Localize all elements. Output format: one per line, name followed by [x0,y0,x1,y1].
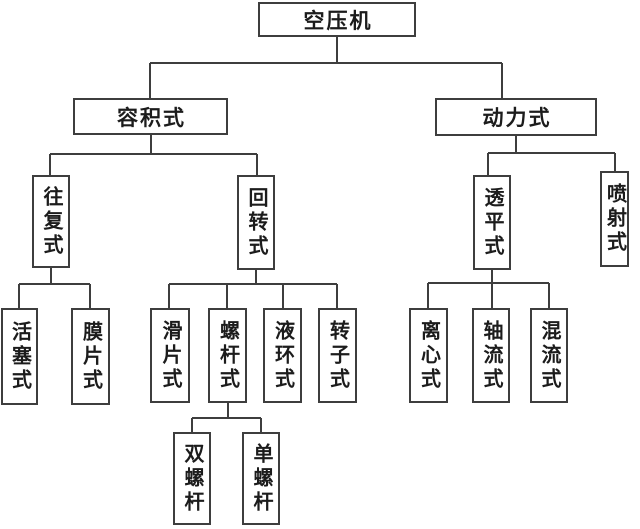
node-air-compressor: 空压机 [258,2,416,37]
node-piston-label: 活塞式 [8,320,31,393]
node-axial-flow: 轴流式 [472,308,510,403]
node-diaphragm: 膜片式 [71,308,110,405]
node-liquid-ring-label: 液环式 [271,319,294,392]
node-liquid-ring: 液环式 [263,308,302,403]
node-reciprocating: 往复式 [32,175,70,268]
node-dynamic: 动力式 [435,98,597,136]
node-centrifugal: 离心式 [409,308,448,403]
node-centrifugal-label: 离心式 [417,319,440,392]
node-rotor: 转子式 [318,308,357,403]
node-screw-label: 螺杆式 [216,319,239,392]
node-axial-flow-label: 轴流式 [480,319,502,392]
node-mixed-flow-label: 混流式 [538,319,560,392]
node-turbo: 透平式 [473,175,511,270]
node-rotor-label: 转子式 [326,319,349,392]
node-positive-displacement: 容积式 [73,98,228,135]
node-single-screw-label: 单螺杆 [250,442,272,515]
node-twin-screw-label: 双螺杆 [181,442,203,515]
node-reciprocating-label: 往复式 [40,185,62,258]
node-piston: 活塞式 [1,308,38,405]
node-screw: 螺杆式 [208,308,247,403]
node-mixed-flow: 混流式 [530,308,568,403]
node-diaphragm-label: 膜片式 [79,320,102,393]
node-sliding-vane: 滑片式 [150,308,190,403]
node-ejector: 喷射式 [600,171,629,267]
node-sliding-vane-label: 滑片式 [159,319,181,392]
node-rotary-label: 回转式 [245,186,267,259]
node-twin-screw: 双螺杆 [173,432,211,525]
node-turbo-label: 透平式 [481,186,503,259]
node-ejector-label: 喷射式 [603,183,626,255]
node-rotary: 回转式 [237,175,275,270]
node-single-screw: 单螺杆 [242,432,280,525]
